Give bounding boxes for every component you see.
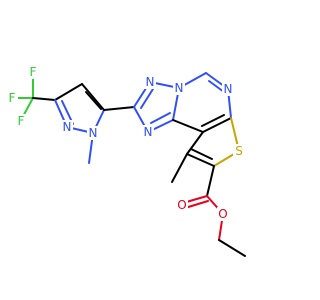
pyrazole-nitrogen-1: N [89,126,98,140]
bond-ethyl-ch2-ch3 [218,239,246,257]
molecule-canvas: F F F N N N N N N S O O [6,65,246,257]
bond-tz-c2-n3-double [140,88,154,109]
triazole-nitrogen-bridge: N [175,81,184,95]
bond-cf3-pyrazole [32,97,56,101]
fluorine-atom-1: F [9,91,16,105]
bond-tz-c8a-n1-double [150,112,171,124]
ester-oxygen: O [218,207,227,221]
bond-pm-c5-n6-double [208,80,225,93]
bond-pz-c4-c5-double [85,91,102,110]
bond-ester-c [206,165,215,197]
bond-th-c2-c3 [186,153,215,167]
bond-pz-c3-c4 [54,83,83,101]
pyrazole-nitrogen-2: N [63,120,72,134]
molecule-diagram: F F F N N N N N N S O O [6,65,246,257]
bond-th-c3-c8 [186,131,204,155]
fluorine-atom-2: F [30,65,37,79]
pyrimidine-nitrogen: N [224,82,233,96]
thiophene-sulfur: S [235,144,243,158]
bond-pm-c8-c8a [172,119,204,133]
atom-label-layer: F F F N N N N N N S O O [6,65,245,221]
bond-pm-c7-c8-double [201,114,225,127]
bond-th-methyl [171,153,188,183]
triazole-nitrogen-bottom: N [144,125,153,139]
bond-pz-tz [103,106,135,111]
bond-th-c2-c3-double [190,148,213,160]
carbonyl-oxygen: O [177,198,186,212]
bond-pz-c4-c5 [81,83,105,111]
triazole-nitrogen-top: N [146,75,155,89]
bond-layer [11,72,246,257]
fluorine-atom-3: F [18,114,25,128]
bond-ester-c-o-double-2 [184,200,209,209]
bond-pm-c7-c8 [202,117,232,133]
